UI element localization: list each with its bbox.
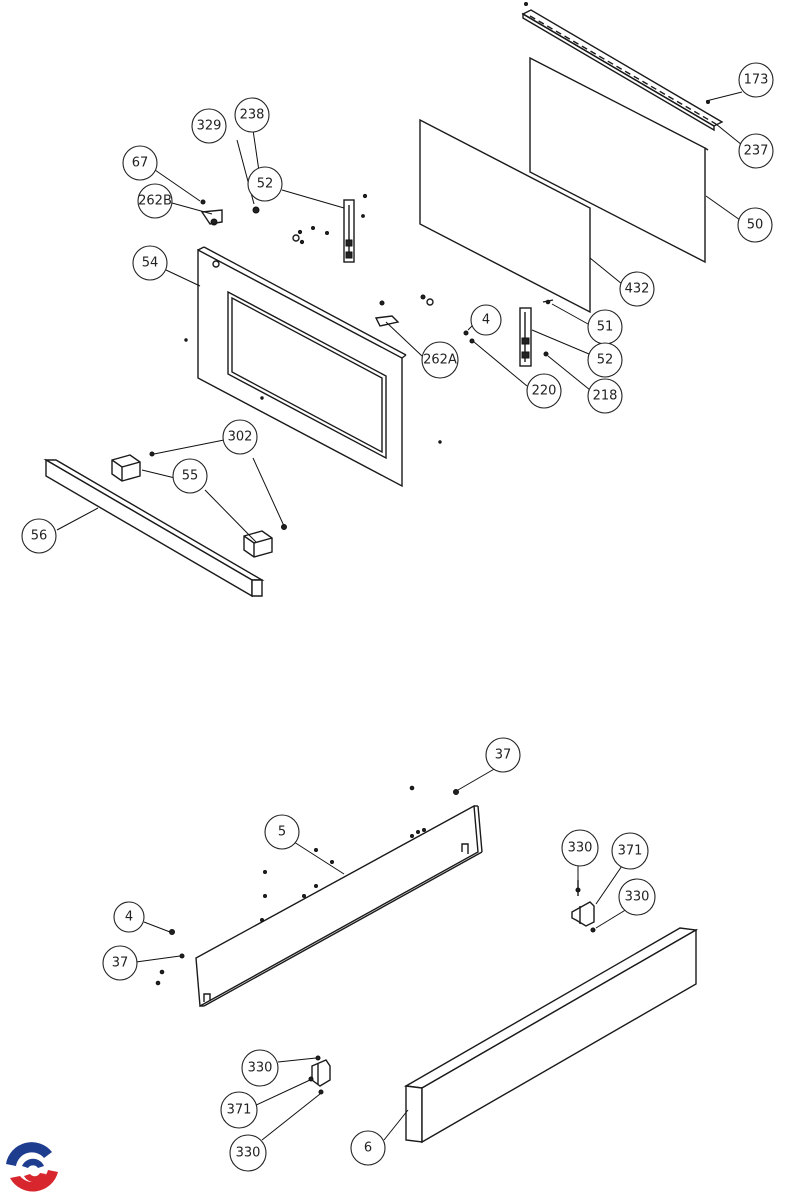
rear-glass-panel (529, 56, 706, 264)
balloon-52-left: 52 (247, 166, 283, 202)
label-330-right: 330 (625, 890, 650, 905)
balloon-220: 220 (526, 373, 562, 409)
right-hinge (519, 307, 532, 367)
label-51: 51 (597, 320, 614, 335)
balloon-55: 55 (172, 458, 208, 494)
label-52-left: 52 (257, 177, 274, 192)
balloon-5: 5 (264, 814, 300, 850)
outer-door-frame (197, 246, 407, 488)
label-371-bottom: 371 (227, 1103, 252, 1118)
balloon-432: 432 (619, 271, 655, 307)
balloon-4-upper: 4 (470, 304, 502, 336)
balloon-238: 238 (234, 97, 270, 133)
balloon-173: 173 (738, 62, 774, 98)
drawer-back-panel (195, 804, 483, 1008)
balloon-371-top: 371 (611, 832, 649, 870)
door-handle-bar (43, 458, 265, 598)
balloon-37-lower: 37 (102, 945, 138, 981)
label-237: 237 (744, 144, 769, 159)
label-37-lower: 37 (112, 956, 129, 971)
balloon-4-lower: 4 (113, 901, 145, 933)
label-4-upper: 4 (482, 313, 490, 328)
door-top-rail (521, 2, 724, 132)
balloon-6: 6 (350, 1130, 386, 1166)
label-50: 50 (747, 218, 764, 233)
label-56: 56 (31, 529, 48, 544)
label-262A: 262A (423, 353, 457, 368)
balloon-262A: 262A (421, 341, 459, 379)
label-5: 5 (278, 825, 286, 840)
label-371-top: 371 (618, 844, 643, 859)
drawer-front-panel (403, 927, 699, 1144)
small-screws-lower (155, 785, 596, 1095)
balloon-330-right: 330 (618, 878, 656, 916)
label-52-right: 52 (597, 353, 614, 368)
balloon-54: 54 (132, 245, 168, 281)
balloon-262B: 262B (137, 183, 173, 219)
label-238: 238 (240, 108, 265, 123)
balloon-50: 50 (737, 207, 773, 243)
balloon-371-bottom: 371 (220, 1091, 258, 1129)
balloon-330-top: 330 (561, 829, 599, 867)
balloon-330-mid: 330 (241, 1049, 279, 1087)
label-262B: 262B (138, 194, 172, 209)
brand-logo-icon (4, 1140, 60, 1196)
balloon-51: 51 (587, 309, 623, 345)
balloon-52-right: 52 (587, 342, 623, 378)
label-55: 55 (182, 469, 199, 484)
left-hinge (343, 199, 355, 263)
label-4-lower: 4 (125, 910, 133, 925)
label-54: 54 (142, 256, 159, 271)
label-330-top: 330 (568, 841, 593, 856)
balloon-302: 302 (222, 419, 258, 455)
label-173: 173 (744, 73, 769, 88)
balloon-67: 67 (122, 145, 158, 181)
label-6: 6 (364, 1141, 372, 1156)
balloon-329: 329 (191, 108, 227, 144)
leader-lines-lower (135, 767, 633, 1141)
balloon-330-bottom: 330 (229, 1134, 267, 1172)
middle-glass-panel (419, 118, 591, 314)
label-218: 218 (593, 389, 618, 404)
label-330-mid: 330 (248, 1061, 273, 1076)
label-37-upper: 37 (495, 748, 512, 763)
label-330-bottom: 330 (236, 1146, 261, 1161)
label-432: 432 (625, 282, 650, 297)
balloon-237: 237 (738, 133, 774, 169)
balloon-37-upper: 37 (485, 737, 521, 773)
label-329: 329 (197, 119, 222, 134)
label-302: 302 (228, 430, 253, 445)
label-67: 67 (132, 156, 149, 171)
leader-lines-upper (56, 91, 743, 543)
balloon-218: 218 (587, 378, 623, 414)
label-220: 220 (532, 384, 557, 399)
balloon-56: 56 (21, 518, 57, 554)
